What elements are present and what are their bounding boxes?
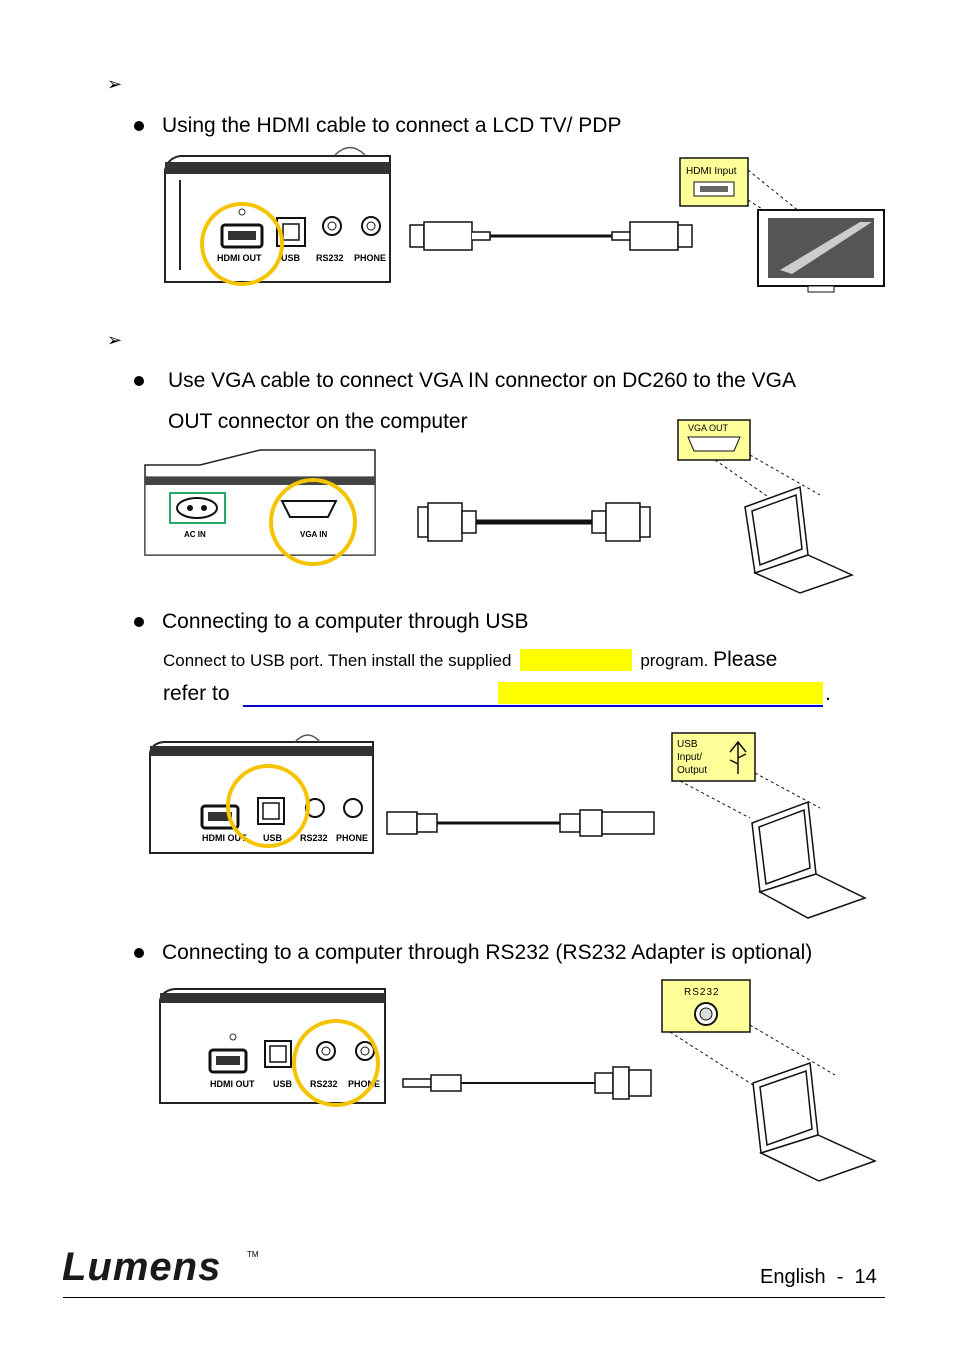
- bullet-icon: [134, 617, 144, 627]
- usb-bullet-text: Connecting to a computer through USB: [162, 610, 529, 633]
- trademark-mark: TM: [247, 1250, 259, 1259]
- rs232-cable: [402, 1066, 652, 1100]
- phone-label: PHONE: [348, 1079, 380, 1089]
- redacted-highlight: [498, 682, 823, 704]
- vga-in-label: VGA IN: [300, 530, 327, 539]
- rs232-label: RS232: [310, 1079, 338, 1089]
- laptop-icon: [752, 1061, 877, 1182]
- usb-label: USB: [273, 1079, 293, 1089]
- tv-icon: [757, 209, 885, 293]
- ac-in-label: AC IN: [184, 530, 206, 539]
- usb-note-line1: Connect to USB port. Then install the su…: [163, 648, 777, 672]
- usb-label: USB: [263, 833, 283, 843]
- usb-reference-link[interactable]: [243, 683, 823, 707]
- device-panel-rs232: HDMI OUT USB RS232 PHONE: [159, 988, 386, 1107]
- usb-cable: [386, 809, 655, 837]
- bullet-icon: [134, 121, 144, 131]
- device-panel-vga: AC IN VGA IN: [144, 449, 376, 566]
- usb-io-label-1: USB: [677, 739, 698, 750]
- highlight-circle: [200, 202, 284, 286]
- usb-connection-illustration: HDMI OUT USB RS232 PHONE USB Input/ Outp…: [149, 732, 867, 919]
- vga-bullet-text-line1: Use VGA cable to connect VGA IN connecto…: [168, 369, 797, 392]
- vga-connection-illustration: AC IN VGA IN VGA OUT: [144, 419, 855, 594]
- usb-io-label-2: Input/: [677, 752, 702, 763]
- laptop-icon: [751, 800, 867, 919]
- device-panel-usb: HDMI OUT USB RS232 PHONE: [149, 734, 374, 854]
- hdmi-connection-illustration: HDMI OUT USB RS232 PHONE HDMI Input: [164, 146, 885, 293]
- usb-io-label-3: Output: [677, 765, 707, 776]
- lumens-logo: Lumens: [62, 1245, 222, 1289]
- usb-note-refer: refer to: [163, 682, 230, 705]
- page-label: English - 14: [760, 1266, 877, 1288]
- usb-note-line2: refer to: [163, 682, 230, 706]
- footer-divider: [63, 1297, 885, 1298]
- highlight-circle: [269, 478, 357, 566]
- section-arrow-icon: ➢: [107, 330, 123, 351]
- vga-out-label: VGA OUT: [688, 423, 729, 433]
- vga-bullet-text-line2: OUT connector on the computer: [168, 410, 468, 433]
- phone-label: PHONE: [336, 833, 368, 843]
- highlight-circle: [226, 764, 310, 848]
- hdmi-bullet-text: Using the HDMI cable to connect a LCD TV…: [162, 114, 622, 137]
- hdmi-out-label: HDMI OUT: [210, 1079, 255, 1089]
- hdmi-input-label: HDMI Input: [686, 166, 737, 177]
- phone-label: PHONE: [354, 253, 386, 263]
- laptop-icon: [744, 485, 855, 594]
- usb-note-program: program.: [640, 651, 714, 670]
- section-arrow-icon: ➢: [107, 74, 123, 95]
- hdmi-cable: [409, 221, 693, 251]
- rs232-bullet-text: Connecting to a computer through RS232 (…: [162, 941, 813, 964]
- usb-label: USB: [281, 253, 301, 263]
- bullet-icon: [134, 376, 144, 386]
- redacted-highlight: [519, 649, 632, 671]
- bullet-icon: [134, 948, 144, 958]
- highlight-circle: [292, 1019, 380, 1107]
- rs232-label: RS232: [316, 253, 344, 263]
- usb-note-please: Please: [713, 648, 778, 671]
- usb-note-end: .: [825, 682, 831, 705]
- hdmi-out-label: HDMI OUT: [202, 833, 247, 843]
- rs232-box-label: RS232: [684, 987, 720, 998]
- usb-note-prefix: Connect to USB port. Then install the su…: [163, 651, 512, 670]
- vga-cable: [417, 502, 651, 542]
- rs232-label: RS232: [300, 833, 328, 843]
- rs232-connection-illustration: HDMI OUT USB RS232 PHONE RS232: [159, 979, 877, 1182]
- hdmi-out-label: HDMI OUT: [217, 253, 262, 263]
- device-panel-hdmi: HDMI OUT USB RS232 PHONE: [164, 146, 391, 286]
